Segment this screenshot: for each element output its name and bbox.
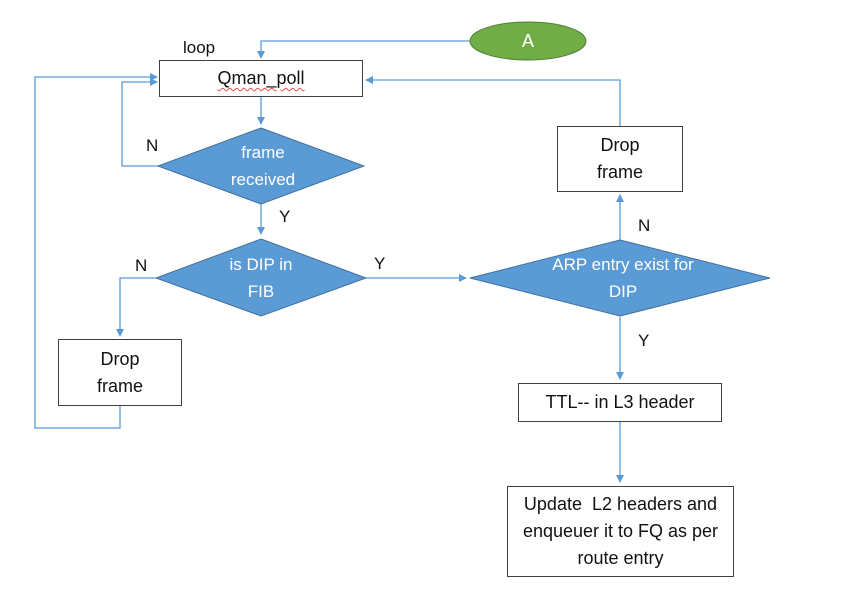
edge-arp-no: N <box>638 216 651 235</box>
decision-frame-received <box>156 127 366 205</box>
ttl-box: TTL-- in L3 header <box>518 383 722 422</box>
qman-poll-box: Qman_poll <box>159 60 363 97</box>
decision-dip-in-fib <box>154 238 368 317</box>
start-node-oval <box>469 21 587 61</box>
edge-dip-no: N <box>135 256 148 275</box>
connector-drop-left-loop <box>34 73 158 429</box>
connector-start-to-qman <box>257 40 470 59</box>
edge-frame-yes: Y <box>279 207 291 226</box>
edge-arp-yes: Y <box>638 331 650 350</box>
dip-in-fib-label: is DIP in FIB <box>229 255 293 301</box>
connector-drop-right-loop <box>365 76 621 126</box>
update-label: Update L2 headers and enqueuer it to FQ … <box>522 494 724 568</box>
drop-frame-left-label: Drop frame <box>96 348 143 396</box>
update-box: Update L2 headers and enqueuer it to FQ … <box>507 486 734 577</box>
edge-frame-no: N <box>146 136 159 155</box>
decision-arp-entry <box>469 239 771 317</box>
drop-frame-right-label: Drop frame <box>596 135 643 182</box>
drop-frame-left-box: Drop frame <box>58 339 182 406</box>
qman-poll-label: Qman_poll <box>217 68 305 88</box>
frame-received-label: frame received <box>230 143 296 189</box>
drop-frame-right-box: Drop frame <box>557 126 683 192</box>
connector-dip-no-to-drop <box>116 277 156 337</box>
connector-frame-no-loop <box>121 78 161 167</box>
edge-dip-yes: Y <box>374 254 386 273</box>
arp-entry-label: ARP entry exist for DIP <box>552 255 694 301</box>
loop-label: loop <box>183 38 216 57</box>
ttl-label: TTL-- in L3 header <box>545 392 695 412</box>
start-node-label: A <box>521 30 534 51</box>
